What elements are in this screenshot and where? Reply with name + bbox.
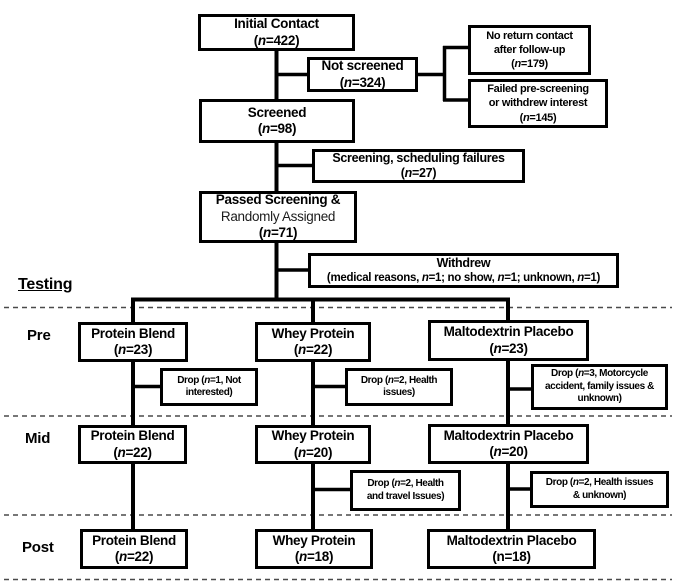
box-line: (n=324): [339, 74, 386, 90]
box-line: (n=422): [253, 32, 300, 48]
box-drop-mid-maltodextrin: Drop (n=2, Health issues & unknown): [530, 471, 669, 508]
box-line: Protein Blend: [90, 428, 175, 444]
box-line: Protein Blend: [91, 325, 175, 341]
box-line: Maltodextrin Placebo: [443, 324, 574, 340]
box-line: Whey Protein: [271, 325, 355, 341]
box-screening-failures: Screening, scheduling failures (n=27): [312, 149, 525, 183]
box-pre-maltodextrin-placebo: Maltodextrin Placebo (n=23): [428, 320, 589, 361]
box-line: (n=71): [258, 225, 298, 241]
box-not-screened: Not screened (n=324): [307, 57, 418, 92]
box-initial-contact: Initial Contact (n=422): [198, 14, 355, 51]
box-line: interested): [185, 387, 233, 398]
stage-label-testing: Testing: [18, 276, 73, 293]
box-line: and travel Issues): [366, 490, 445, 502]
box-passed-screening: Passed Screening & Randomly Assigned (n=…: [199, 191, 357, 243]
box-drop-pre-maltodextrin: Drop (n=3, Motorcycle accident, family i…: [531, 364, 668, 410]
box-line: (n=20): [489, 444, 528, 459]
box-line: (n=23): [113, 342, 153, 357]
box-mid-protein-blend: Protein Blend (n=22): [78, 425, 187, 464]
box-line: Maltodextrin Placebo: [446, 532, 577, 548]
box-line: or withdrew interest: [488, 97, 588, 110]
box-line: Passed Screening &: [215, 192, 341, 208]
box-line: No return contact: [486, 29, 573, 42]
box-line: (n=22): [113, 444, 152, 460]
box-line: accident, family issues &: [545, 380, 654, 392]
box-line: & unknown): [572, 489, 627, 501]
box-line: (n=98): [257, 121, 297, 136]
box-drop-pre-whey: Drop (n=2, Health issues): [345, 368, 453, 406]
box-post-protein-blend: Protein Blend (n=22): [80, 529, 188, 569]
box-line: Not screened: [321, 58, 404, 74]
box-mid-whey-protein: Whey Protein (n=20): [255, 425, 371, 464]
box-no-return-contact: No return contact after follow-up (n=179…: [468, 25, 591, 75]
box-post-maltodextrin-placebo: Maltodextrin Placebo (n=18): [427, 529, 596, 569]
box-line: Withdrew: [436, 255, 491, 270]
box-line: Screened: [247, 104, 307, 120]
box-line: Failed pre-screening: [487, 83, 589, 96]
box-line: Drop (n=2, Health: [360, 374, 438, 386]
box-mid-maltodextrin-placebo: Maltodextrin Placebo (n=20): [428, 424, 589, 464]
box-screened: Screened (n=98): [199, 99, 355, 143]
box-drop-mid-whey: Drop (n=2, Health and travel Issues): [350, 470, 461, 511]
box-line: Drop (n=2, Health: [367, 478, 444, 489]
box-line: Initial Contact: [234, 16, 319, 32]
box-line: Screening, scheduling failures: [332, 150, 505, 165]
box-line: (n=23): [489, 340, 528, 356]
box-line: Maltodextrin Placebo: [443, 427, 574, 443]
box-line: unknown): [577, 393, 622, 405]
box-line: Whey Protein: [272, 532, 356, 548]
box-post-whey-protein: Whey Protein (n=18): [255, 529, 373, 569]
box-line: issues): [383, 387, 415, 398]
box-line: (n=145): [519, 111, 557, 124]
box-line: (n=18): [294, 549, 334, 564]
stage-label-pre: Pre: [27, 327, 51, 344]
box-line: after follow-up: [493, 43, 566, 56]
box-drop-pre-protein-blend: Drop (n=1, Not interested): [160, 368, 258, 406]
box-pre-whey-protein: Whey Protein (n=22): [255, 322, 371, 362]
box-withdrew: Withdrew (medical reasons, n=1; no show,…: [308, 253, 619, 288]
box-line: Drop (n=2, Health issues: [545, 477, 654, 488]
box-line: Drop (n=3, Motorcycle: [551, 368, 648, 380]
box-line: (n=18): [492, 549, 531, 564]
stage-label-post: Post: [22, 539, 54, 556]
box-line: (n=27): [400, 166, 437, 180]
box-line: (n=22): [114, 549, 154, 564]
box-line: Protein Blend: [92, 532, 176, 548]
box-failed-prescreening: Failed pre-screening or withdrew interes…: [468, 79, 608, 128]
box-pre-protein-blend: Protein Blend (n=23): [78, 322, 188, 362]
box-line: (n=179): [511, 58, 548, 71]
stage-label-mid: Mid: [25, 430, 51, 447]
box-line: Randomly Assigned: [220, 208, 336, 224]
box-line: Whey Protein: [271, 428, 355, 444]
box-line: (n=22): [293, 342, 333, 357]
box-line: (n=20): [293, 444, 333, 460]
box-line: Drop (n=1, Not: [177, 374, 241, 386]
box-line: (medical reasons, n=1; no show, n=1; unk…: [326, 272, 601, 285]
